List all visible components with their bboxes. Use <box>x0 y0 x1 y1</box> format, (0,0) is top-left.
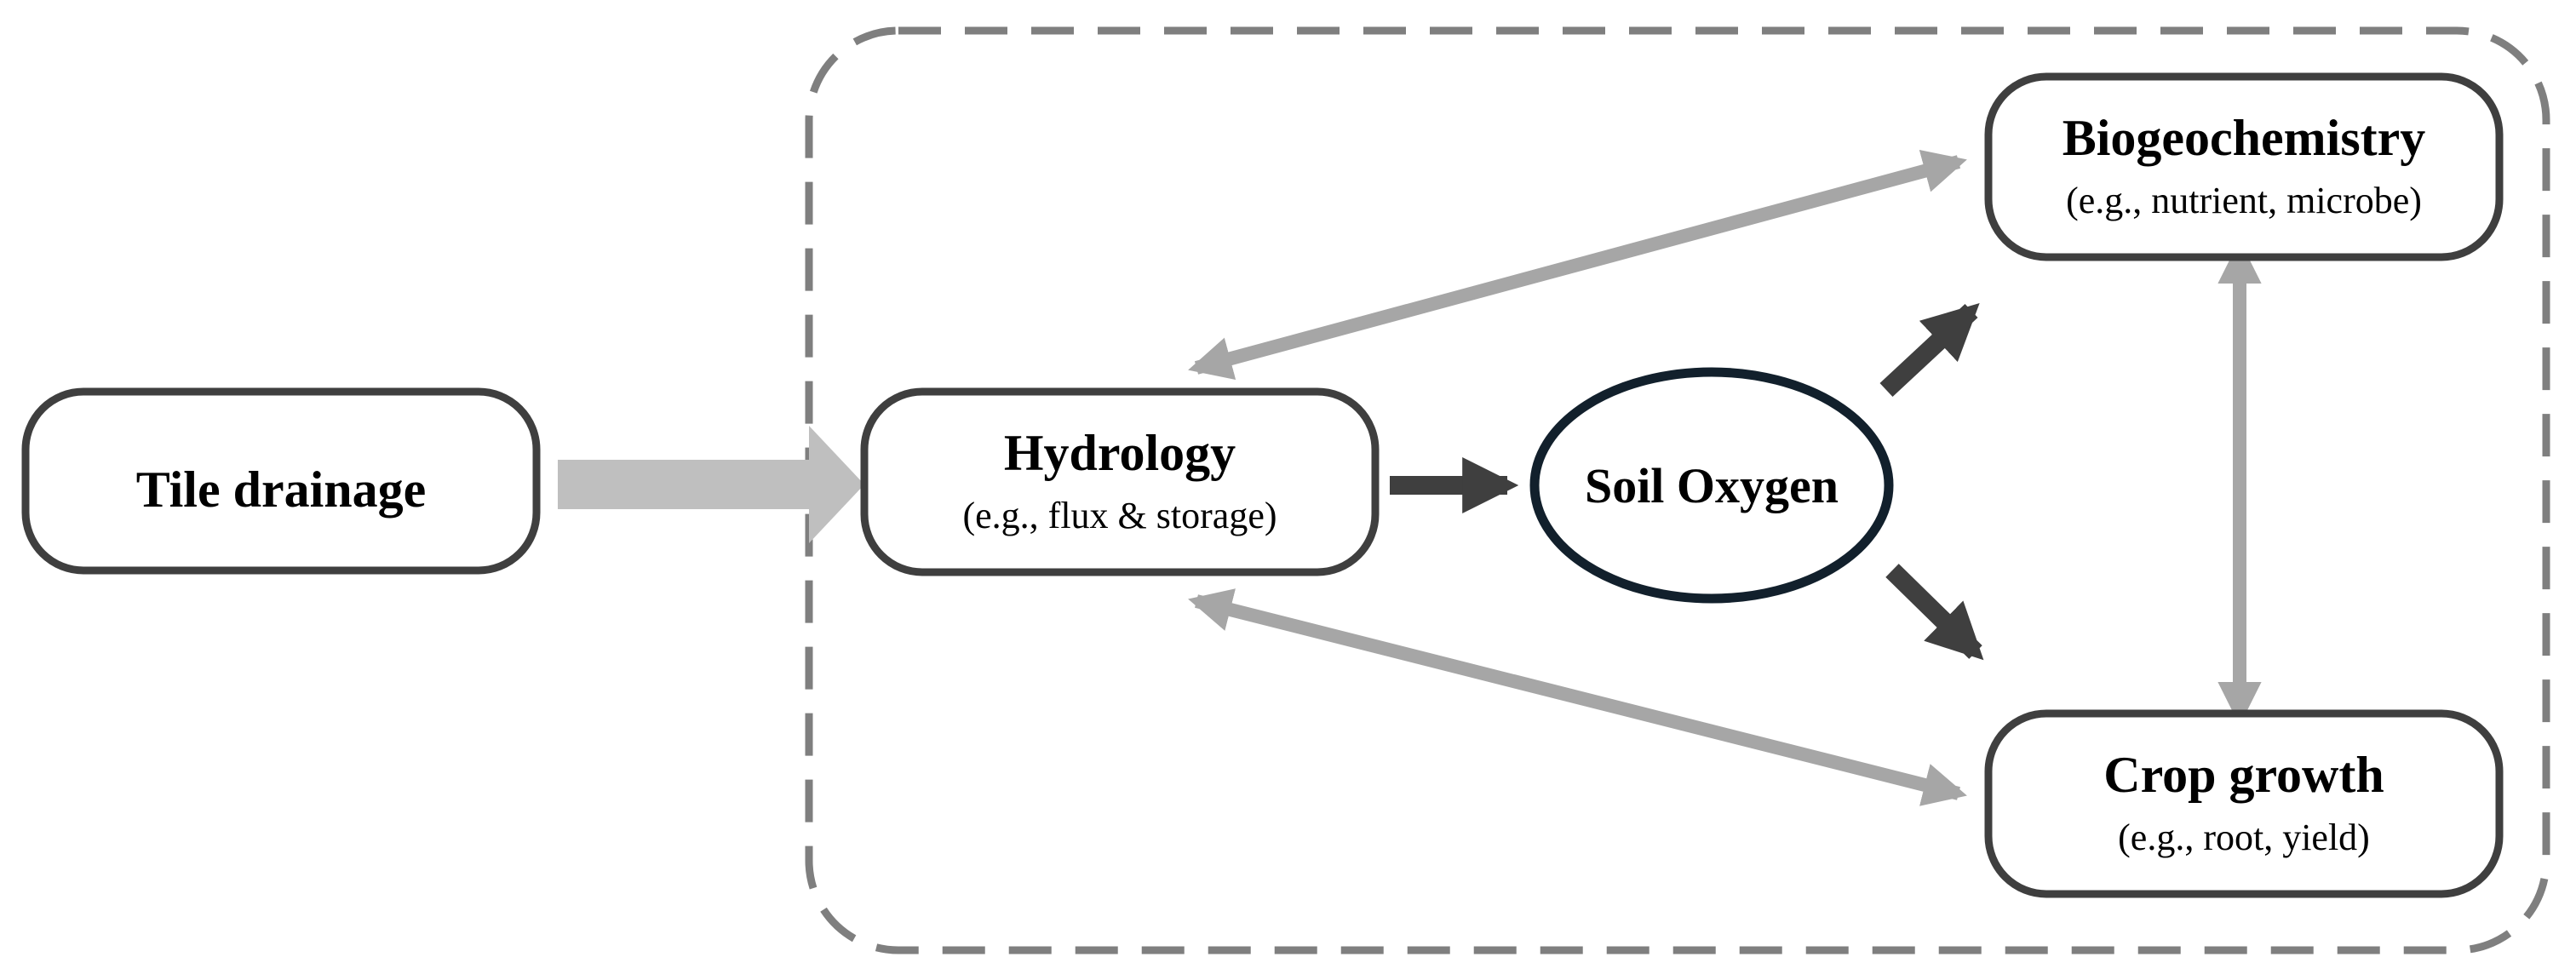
biogeochemistry-subtitle: (e.g., nutrient, microbe) <box>2066 180 2422 221</box>
node-soil-oxygen: Soil Oxygen <box>1529 367 1894 604</box>
system-boundary-dashed <box>805 26 2550 954</box>
input-arrow-tile-to-hydrology <box>558 426 864 543</box>
hydrology-subtitle: (e.g., flux & storage) <box>963 495 1277 536</box>
node-tile-drainage: Tile drainage <box>21 387 541 575</box>
hydrology-title: Hydrology <box>1004 425 1236 481</box>
node-biogeochemistry: Biogeochemistry (e.g., nutrient, microbe… <box>1984 72 2504 261</box>
arrow-hydrology-crop-growth <box>1188 588 1967 806</box>
node-hydrology: Hydrology (e.g., flux & storage) <box>860 387 1380 576</box>
tile-drainage-title: Tile drainage <box>136 461 427 518</box>
arrow-hydrology-biogeochemistry <box>1188 149 1967 381</box>
crop-growth-title: Crop growth <box>2103 747 2384 803</box>
arrow-soil-oxygen-to-biogeochemistry <box>1879 303 1980 398</box>
soil-oxygen-title: Soil Oxygen <box>1585 458 1839 513</box>
node-crop-growth: Crop growth (e.g., root, yield) <box>1984 709 2504 898</box>
crop-growth-subtitle: (e.g., root, yield) <box>2118 817 2370 858</box>
biogeochemistry-title: Biogeochemistry <box>2063 110 2426 166</box>
arrow-soil-oxygen-to-crop-growth <box>1885 564 1984 661</box>
